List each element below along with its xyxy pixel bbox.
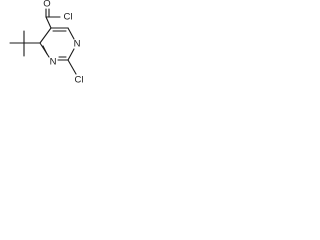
atom-label-ring-chlorine: Cl <box>75 75 84 86</box>
atom-label-ring-nitrogen-bottom: N <box>50 57 57 68</box>
atom-labels: O Cl N N Cl <box>43 0 83 86</box>
bond-c6-n1 <box>67 27 75 40</box>
tert-butyl-bonds <box>9 30 41 57</box>
bond-c2-chlorine <box>67 59 77 75</box>
bond-c4-c5 <box>39 27 52 44</box>
bond-n3-c4-double <box>42 45 48 55</box>
chemical-structure-diagram: O Cl N N Cl <box>9 0 83 86</box>
pyrimidine-ring-bonds <box>39 27 75 61</box>
bond-n1-c2 <box>67 48 75 61</box>
atom-label-ring-nitrogen-top: N <box>74 39 81 50</box>
acyl-chloride-bonds <box>45 8 61 29</box>
bond-c5-carbonyl <box>45 16 52 29</box>
atom-label-carbonyl-oxygen: O <box>43 0 50 10</box>
atom-label-acyl-chlorine: Cl <box>64 12 73 23</box>
